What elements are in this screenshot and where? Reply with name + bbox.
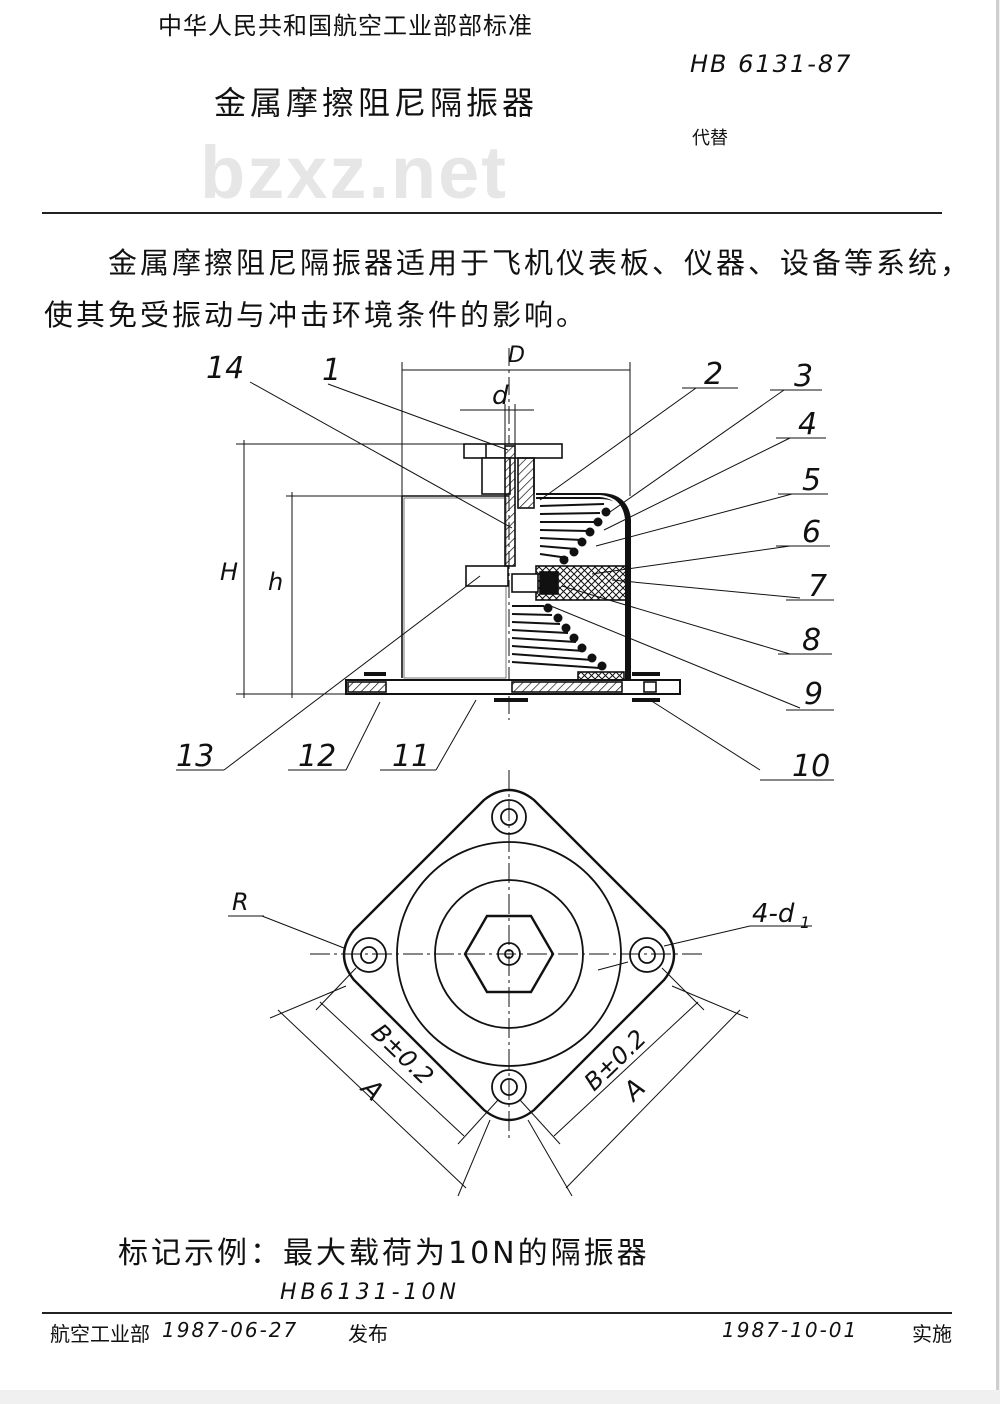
- dim-height: h: [268, 568, 283, 596]
- footer-effective-label: 实施: [912, 1322, 952, 1346]
- standard-number: HB 6131-87: [690, 50, 853, 78]
- header-divider: [42, 212, 942, 214]
- watermark: bzxz.net: [200, 131, 508, 214]
- intro-line-1: 金属摩擦阻尼隔振器适用于飞机仪表板、仪器、设备等系统，: [108, 246, 973, 280]
- dim-width-right: A: [617, 1073, 652, 1108]
- issuing-organization: 中华人民共和国航空工业部部标准: [158, 12, 533, 40]
- mounting-holes: [351, 799, 665, 1105]
- part-label-5: 5: [802, 463, 821, 498]
- part-label-7: 7: [808, 569, 827, 604]
- radius-label: R: [232, 888, 249, 916]
- part-label-11: 11: [392, 739, 430, 774]
- footer-effective-date: 1987-10-01: [722, 1318, 859, 1342]
- marking-example-code: HB6131-10N: [280, 1280, 461, 1305]
- dim-total-height: H: [220, 558, 238, 586]
- part-label-8: 8: [802, 623, 821, 658]
- footer-issue-date: 1987-06-27: [162, 1318, 299, 1342]
- part-label-12: 12: [298, 739, 336, 774]
- footer-issuer: 航空工业部: [50, 1322, 150, 1346]
- intro-line-2: 使其免受振动与冲击环境条件的影响。: [44, 298, 589, 332]
- dim-width-left: A: [354, 1072, 389, 1107]
- plan-view: [228, 770, 812, 1197]
- part-number-labels: 1 2 3 4 5 6 7 8 9 10 11 12 13 14: [176, 351, 830, 784]
- section-view: [176, 348, 834, 781]
- part-label-9: 9: [804, 677, 823, 712]
- part-label-6: 6: [802, 515, 821, 550]
- part-label-1: 1: [322, 353, 341, 388]
- dim-inner-diameter: d: [492, 381, 509, 411]
- dim-outer-diameter: D: [508, 343, 525, 368]
- part-label-10: 10: [792, 749, 830, 784]
- marking-example: 标记示例：最大载荷为10N的隔振器: [118, 1236, 650, 1271]
- part-label-13: 13: [176, 739, 214, 774]
- footer-issue-label: 发布: [348, 1322, 388, 1346]
- replaces-label: 代替: [692, 128, 728, 149]
- hole-label: 4-d: [752, 899, 795, 929]
- part-label-4: 4: [798, 407, 817, 442]
- part-label-3: 3: [794, 359, 813, 394]
- part-label-14: 14: [206, 351, 244, 386]
- hole-label-subscript: 1: [800, 913, 810, 932]
- part-label-2: 2: [704, 357, 723, 392]
- footer-divider: [42, 1312, 952, 1314]
- document-title: 金属摩擦阻尼隔振器: [214, 84, 539, 122]
